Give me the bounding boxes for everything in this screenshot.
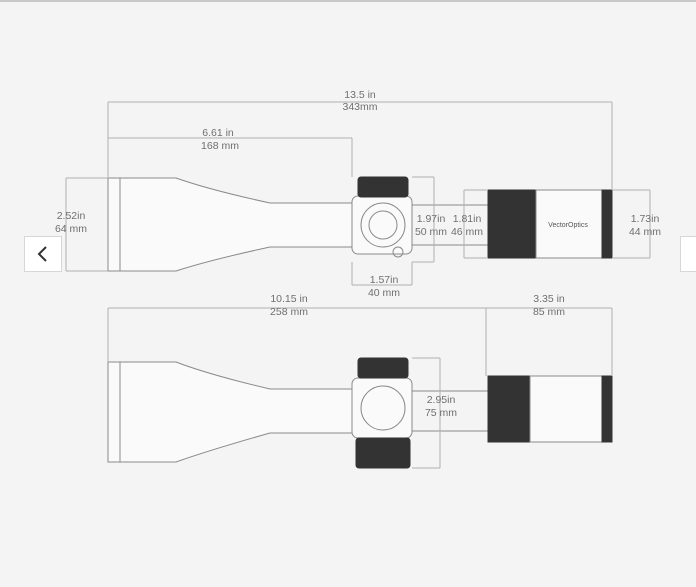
dim-front-in: 6.61 in	[202, 127, 234, 139]
bottom-rear-tube	[412, 390, 488, 432]
dim-turret-width-in: 1.57in	[370, 274, 399, 286]
dim-rear-in: 10.15 in	[270, 293, 308, 305]
dim-tube-mm: 46 mm	[451, 226, 483, 238]
chevron-left-icon	[37, 246, 47, 262]
dim-rear-mm: 258 mm	[270, 306, 308, 318]
bottom-zoom-ring	[487, 375, 531, 443]
top-divider	[0, 0, 696, 2]
top-objective-ring	[107, 177, 121, 272]
dim-front-mm: 168 mm	[201, 140, 239, 152]
dim-tube-in: 1.81in	[453, 213, 482, 225]
dim-eyepiece-in: 3.35 in	[533, 293, 565, 305]
dim-turret-height-mm: 50 mm	[415, 226, 447, 238]
top-turret-logo	[368, 210, 398, 240]
top-elevation-knob	[357, 176, 409, 198]
top-turret-cap	[360, 202, 406, 248]
dim-objective-in: 2.52in	[57, 210, 86, 222]
top-eyepiece	[535, 189, 603, 259]
top-zoom-ring	[487, 189, 537, 259]
bottom-objective-bell	[119, 361, 353, 463]
top-turret-screw	[392, 246, 404, 258]
top-diopter-ring	[601, 189, 613, 259]
dim-ocular-mm: 44 mm	[629, 226, 661, 238]
dim-overall-mm: 343mm	[342, 101, 377, 113]
dim-turret-total-in: 2.95in	[427, 394, 456, 406]
next-image-button[interactable]	[680, 236, 696, 272]
brand-logo-text: VectorOptics	[548, 222, 588, 229]
dim-ocular-in: 1.73in	[631, 213, 660, 225]
dim-turret-total-mm: 75 mm	[425, 407, 457, 419]
top-objective-bell	[119, 177, 353, 272]
dim-turret-width-mm: 40 mm	[368, 287, 400, 299]
dim-eyepiece-mm: 85 mm	[533, 306, 565, 318]
bottom-eyepiece	[529, 375, 603, 443]
bottom-objective-ring	[107, 361, 121, 463]
dim-turret-height-in: 1.97in	[417, 213, 446, 225]
bottom-turret-cap	[360, 385, 406, 431]
dim-overall-in: 13.5 in	[344, 89, 376, 101]
dim-objective-mm: 64 mm	[55, 223, 87, 235]
top-rear-tube	[412, 204, 488, 246]
bottom-top-knob	[357, 357, 409, 379]
bottom-diopter-ring	[601, 375, 613, 443]
bottom-windage-knob	[355, 437, 411, 469]
previous-image-button[interactable]	[24, 236, 62, 272]
